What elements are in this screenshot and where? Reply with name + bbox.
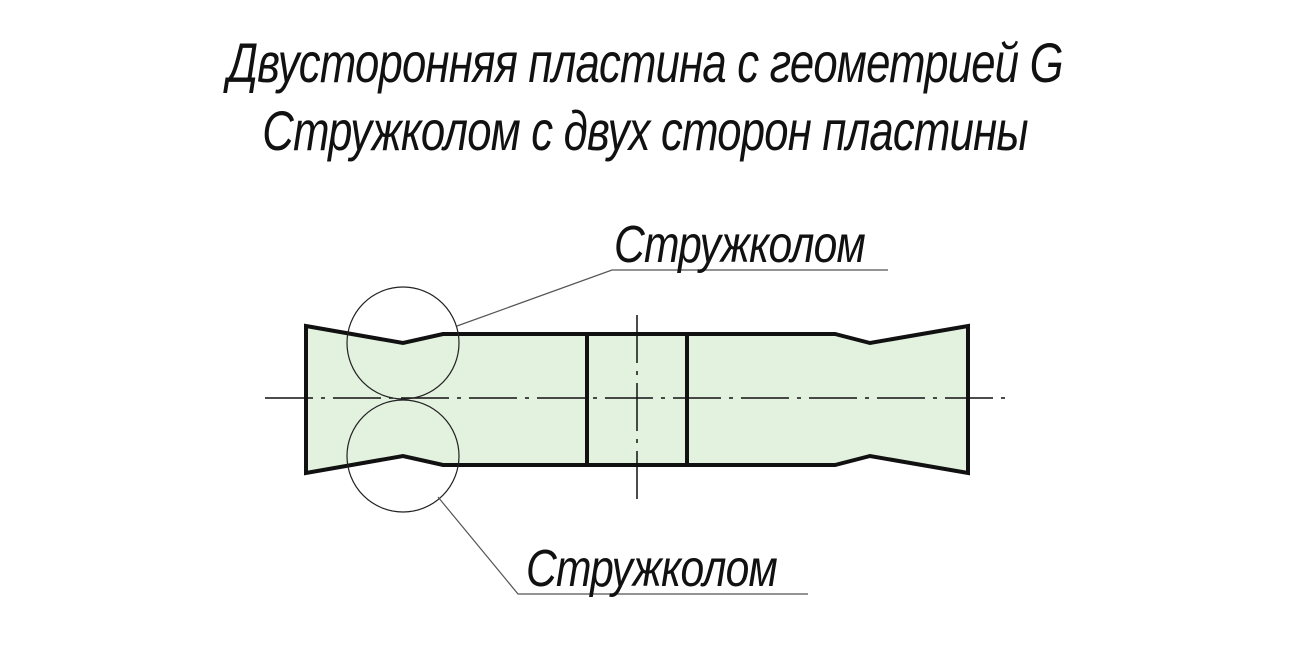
detail-circle-top [346, 286, 460, 400]
title-line-2: Стружколом с двух сторон пластины [262, 100, 1027, 162]
detail-circle-bottom [346, 399, 460, 513]
callout-label-top: Стружколом [614, 216, 865, 274]
leader-line-bottom [437, 496, 808, 595]
title-line-1: Двусторонняя пластина с геометрией G [223, 32, 1063, 94]
callout-label-bottom: Стружколом [526, 540, 777, 598]
leader-line-top [456, 269, 888, 327]
